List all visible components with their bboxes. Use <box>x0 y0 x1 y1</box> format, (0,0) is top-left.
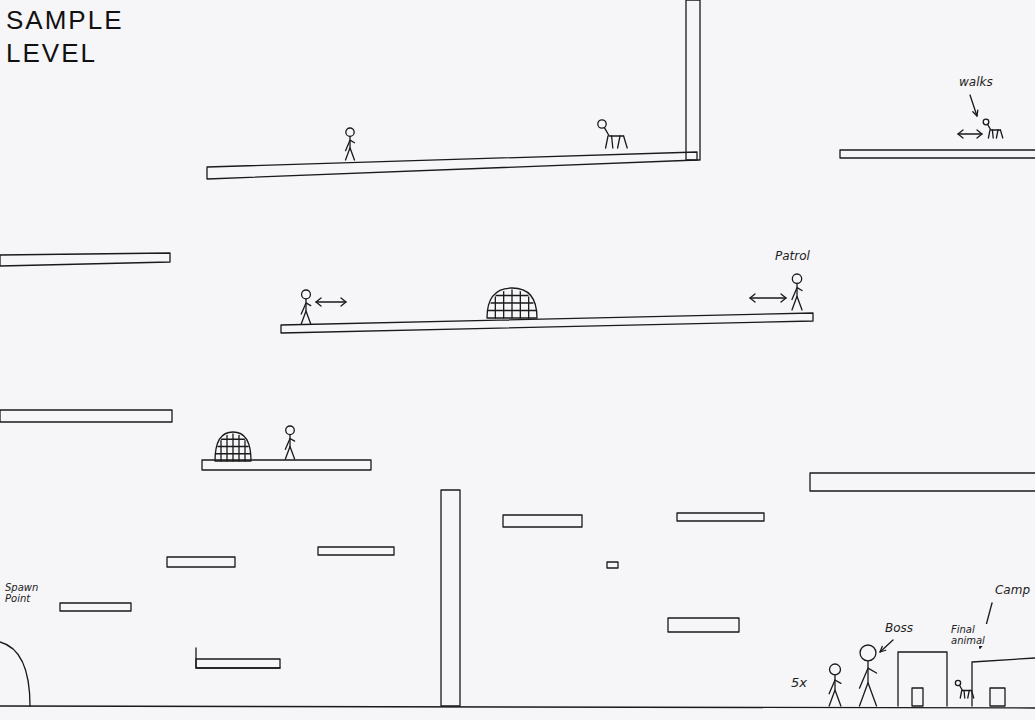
platform <box>503 515 582 527</box>
patrol-enemy <box>302 290 311 299</box>
cage <box>528 297 529 318</box>
patrol-arrow <box>316 301 346 302</box>
boss-figure <box>867 661 868 683</box>
platform <box>196 659 280 668</box>
platform <box>0 253 170 266</box>
cage <box>496 295 528 296</box>
stick-figure <box>285 446 294 459</box>
leader-arrow <box>970 95 977 116</box>
cage <box>491 302 533 303</box>
boss-figure <box>859 683 876 706</box>
patrol-enemy <box>792 274 801 283</box>
level-note: 5x <box>790 676 808 690</box>
pillar <box>441 490 460 706</box>
stick-figure <box>286 426 295 435</box>
leader-arrow <box>973 110 978 116</box>
platform <box>810 473 1035 491</box>
cage <box>220 441 221 461</box>
walking-enemy <box>992 130 994 138</box>
platform <box>281 313 813 333</box>
cage <box>244 441 245 461</box>
platform <box>840 150 1035 158</box>
level-note: Patrol <box>774 250 811 263</box>
door <box>912 688 923 706</box>
cage <box>488 310 536 311</box>
cage <box>218 446 248 447</box>
door <box>990 688 1005 706</box>
final-animal <box>963 691 965 699</box>
final-animal <box>968 691 970 699</box>
cage <box>222 439 245 440</box>
walking-enemy <box>988 130 990 138</box>
camp-building <box>898 652 947 706</box>
platform <box>207 152 697 179</box>
patrol-arrow <box>316 298 321 306</box>
final-animal <box>960 691 962 699</box>
platform <box>196 648 280 668</box>
platform <box>677 513 764 521</box>
cage <box>215 432 251 461</box>
patrol-arrow <box>750 294 755 302</box>
cage <box>511 290 512 318</box>
patrol-arrow <box>341 298 346 306</box>
minion-figure <box>830 664 841 675</box>
boss-figure <box>860 645 876 661</box>
platform <box>0 410 172 422</box>
spawn-dome <box>0 642 30 706</box>
camp-building <box>972 658 1035 706</box>
platform <box>318 547 394 555</box>
crawler-enemy <box>604 128 623 136</box>
walking-enemy <box>996 130 998 138</box>
patrol-arrow <box>781 294 786 302</box>
platform <box>60 603 131 611</box>
final-animal <box>960 685 972 690</box>
final-animal <box>972 691 974 699</box>
level-note: walks <box>958 76 994 89</box>
boss-figure <box>859 668 876 688</box>
wall <box>686 0 700 160</box>
walking-enemy <box>988 124 1001 130</box>
walk-arrow <box>977 130 982 138</box>
crawler-enemy <box>612 136 613 148</box>
level-note: Camp <box>994 584 1031 597</box>
patrol-enemy <box>792 296 802 310</box>
crawler-enemy <box>598 120 606 128</box>
cage <box>495 297 496 318</box>
walking-enemy <box>1000 130 1002 138</box>
cage <box>216 453 251 454</box>
ground <box>0 706 1035 708</box>
minion-figure <box>829 690 841 706</box>
walk-arrow <box>958 130 963 138</box>
leader-arrow <box>880 646 886 652</box>
level-title: SAMPLE LEVEL <box>6 4 156 69</box>
leader-arrow <box>880 640 893 652</box>
walk-arrow <box>958 133 982 134</box>
crawler-enemy <box>624 136 628 148</box>
level-note: Boss <box>884 622 914 635</box>
stick-figure <box>346 128 354 136</box>
patrol-arrow <box>750 297 786 298</box>
platform <box>607 562 618 568</box>
platform <box>167 557 235 567</box>
cage <box>487 288 537 318</box>
crawler-enemy <box>606 136 608 148</box>
cage <box>232 434 233 461</box>
platform <box>668 618 739 632</box>
level-note: Final animal <box>950 624 992 646</box>
stick-figure <box>346 148 355 160</box>
patrol-enemy <box>301 311 311 324</box>
level-note: Spawn Point <box>4 582 56 604</box>
crawler-enemy <box>618 136 620 148</box>
